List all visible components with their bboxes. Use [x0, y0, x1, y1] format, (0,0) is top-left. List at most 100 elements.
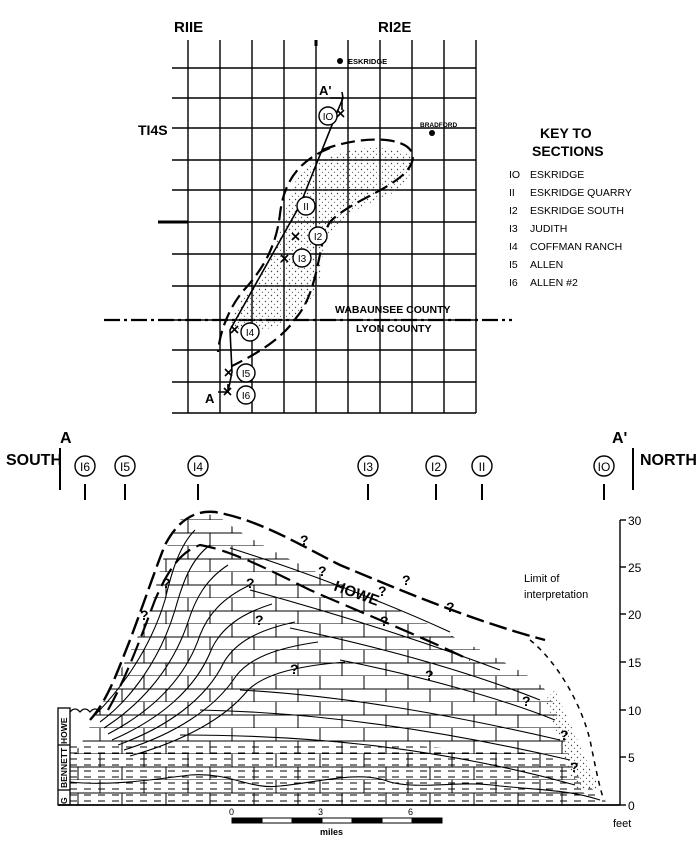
- cross-section-panel: SOUTH A A' NORTH I6 I5 I4 I3 I2: [6, 430, 697, 837]
- key-num: II: [509, 187, 515, 199]
- key-title-line-2: SECTIONS: [532, 143, 604, 159]
- svg-text:I3: I3: [298, 254, 307, 265]
- svg-text:?: ?: [246, 575, 255, 591]
- key-num: I3: [509, 223, 518, 235]
- horizontal-scale: 0 3 6 miles: [229, 807, 443, 837]
- map-section-label-16: I6: [236, 385, 256, 405]
- uncertainty-marks: ? ? ? ? ? ? ? ? ? ? ? ? ? ? ?: [140, 532, 579, 775]
- bradford-town-dot: [429, 130, 435, 136]
- svg-text:?: ?: [446, 599, 455, 615]
- north-label: NORTH: [640, 452, 697, 469]
- key-num: IO: [509, 169, 520, 181]
- scale-tick: 6: [408, 807, 413, 817]
- map-section-label-11: II: [296, 196, 316, 216]
- key-name: ESKRIDGE QUARRY: [530, 187, 632, 199]
- vertical-scale: 30 25 20 15 10 5 0 feet: [613, 514, 642, 830]
- key-name: ESKRIDGE SOUTH: [530, 205, 624, 217]
- g-side-label: G: [59, 797, 69, 804]
- howe-inner-boundary: [107, 543, 471, 711]
- key-name: COFFMAN RANCH: [530, 241, 622, 253]
- limit-label-line-1: Limit of: [524, 573, 560, 585]
- station-16: I6: [74, 455, 96, 500]
- bradford-town-label: BRADFORD: [420, 122, 457, 129]
- limestone-body: [70, 513, 600, 805]
- eskridge-town-dot: [337, 58, 343, 64]
- howe-side-label: HOWE: [59, 717, 69, 744]
- svg-text:I6: I6: [80, 460, 90, 474]
- svg-text:I5: I5: [120, 460, 130, 474]
- map-end-a: A: [205, 391, 215, 406]
- y-tick: 0: [628, 799, 635, 813]
- limit-of-interpretation-line: [529, 639, 605, 801]
- section-end-a-label: A: [60, 430, 72, 447]
- key-num: I6: [509, 277, 518, 289]
- key-to-sections: KEY TO SECTIONS IO ESKRIDGE II ESKRIDGE …: [509, 125, 632, 289]
- svg-text:?: ?: [162, 575, 171, 591]
- svg-text:II: II: [479, 460, 486, 474]
- section-end-a-prime-label: A': [612, 430, 627, 447]
- map-section-label-15: I5: [236, 363, 256, 383]
- howe-top-boundary: [89, 510, 546, 721]
- map-section-label-13: I3: [292, 248, 312, 268]
- flank-beds: [94, 529, 346, 757]
- y-tick: 10: [628, 704, 642, 718]
- y-unit-label: feet: [613, 818, 631, 830]
- y-tick: 5: [628, 751, 635, 765]
- svg-text:?: ?: [318, 563, 327, 579]
- scale-tick: 3: [318, 807, 323, 817]
- svg-text:?: ?: [570, 759, 579, 775]
- svg-text:?: ?: [300, 532, 309, 548]
- svg-text:I2: I2: [314, 232, 323, 243]
- range-east-label: RI2E: [378, 19, 411, 36]
- svg-text:?: ?: [402, 572, 411, 588]
- outcrop-boundary-east: [231, 138, 414, 367]
- limit-stipple: [545, 690, 600, 790]
- svg-text:?: ?: [560, 727, 569, 743]
- south-label: SOUTH: [6, 452, 62, 469]
- station-13: I3: [357, 455, 379, 500]
- y-tick: 25: [628, 561, 642, 575]
- key-name: ESKRIDGE: [530, 169, 584, 181]
- map-section-label-14: I4: [240, 322, 260, 342]
- svg-text:I2: I2: [431, 460, 441, 474]
- basal-contact: [69, 774, 601, 801]
- section-end-a-prime-hook: [330, 97, 343, 110]
- svg-text:?: ?: [290, 661, 299, 677]
- y-tick: 20: [628, 608, 642, 622]
- svg-text:I4: I4: [246, 328, 255, 339]
- key-name: JUDITH: [530, 223, 567, 235]
- svg-text:I4: I4: [193, 460, 203, 474]
- scale-tick: 0: [229, 807, 234, 817]
- county-south-label: LYON COUNTY: [356, 323, 431, 335]
- key-num: I2: [509, 205, 518, 217]
- svg-text:?: ?: [380, 613, 389, 629]
- map-section-label-12: I2: [308, 226, 328, 246]
- key-title-line-1: KEY TO: [540, 125, 592, 141]
- svg-text:?: ?: [425, 667, 434, 683]
- left-cap: [69, 708, 101, 713]
- station-14: I4: [187, 455, 209, 500]
- svg-text:?: ?: [522, 693, 531, 709]
- map-end-a-prime: A': [319, 83, 331, 98]
- svg-text:I5: I5: [242, 369, 251, 380]
- svg-text:IO: IO: [598, 460, 611, 474]
- key-num: I5: [509, 259, 518, 271]
- y-tick: 15: [628, 656, 642, 670]
- svg-text:IO: IO: [323, 112, 334, 123]
- township-label: TI4S: [138, 122, 168, 138]
- svg-text:?: ?: [255, 612, 264, 628]
- station-12: I2: [425, 455, 447, 500]
- svg-text:I6: I6: [242, 391, 251, 402]
- svg-text:II: II: [303, 202, 309, 213]
- limit-label-line-2: interpretation: [524, 589, 588, 601]
- upper-beds: [179, 547, 576, 786]
- svg-text:?: ?: [378, 583, 387, 599]
- bennett-side-label: BENNETT: [59, 747, 69, 788]
- map-section-label-10: IO: [318, 106, 338, 126]
- eskridge-town-label: ESKRIDGE: [348, 57, 387, 66]
- county-north-label: WABAUNSEE COUNTY: [335, 304, 451, 316]
- scale-unit: miles: [320, 827, 343, 837]
- svg-text:I3: I3: [363, 460, 373, 474]
- map-panel: IO II I2 I3 I4 I5 I6 ESKRIDGE BRA: [104, 19, 512, 414]
